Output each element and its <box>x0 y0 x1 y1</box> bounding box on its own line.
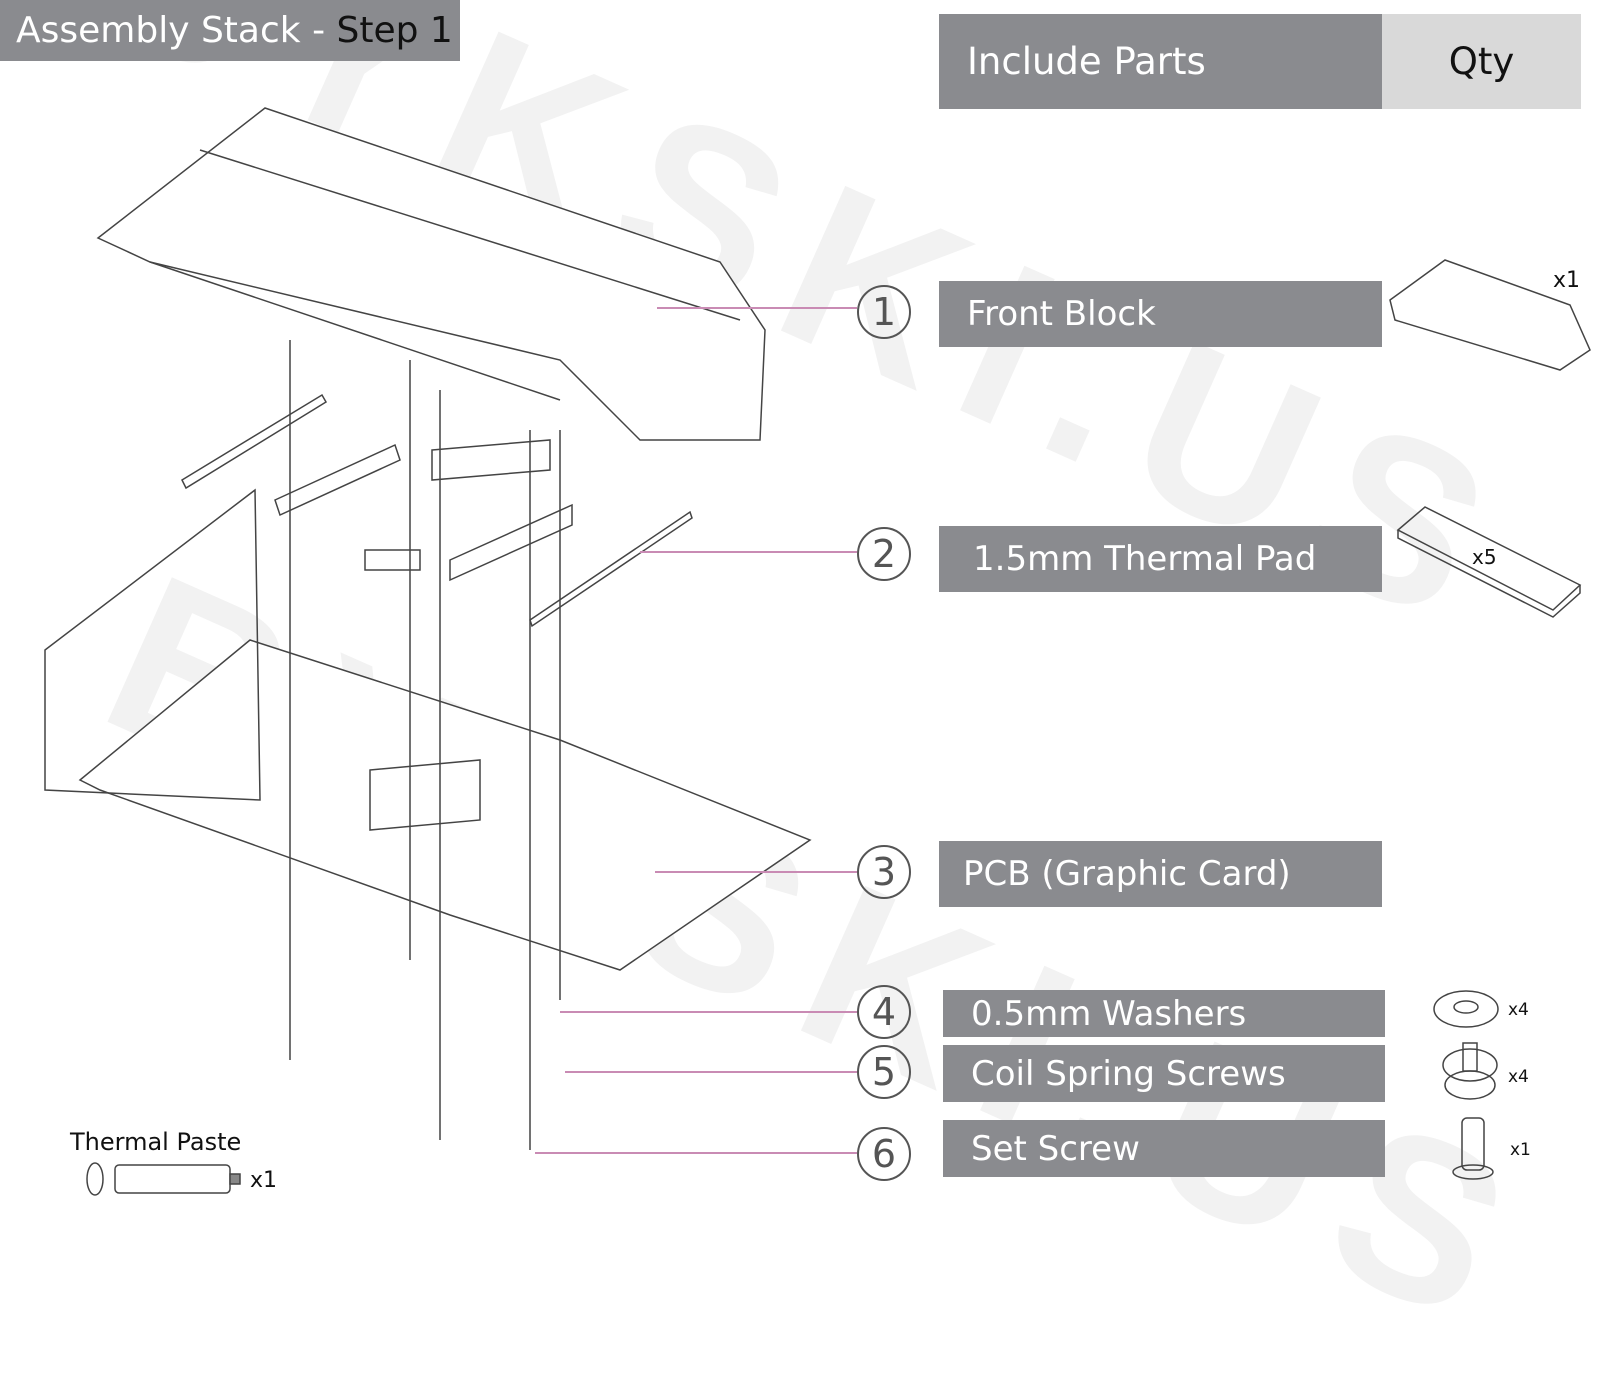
include-parts-header: Include Parts <box>939 14 1382 109</box>
leader-line <box>535 1152 857 1154</box>
thermal-paste-label: Thermal Paste <box>70 1128 242 1156</box>
page-title: Assembly Stack - Step 1 <box>0 0 460 61</box>
coil-spring-screw-icon <box>1442 1042 1498 1100</box>
qty-header: Qty <box>1382 14 1581 109</box>
callout-5: 5 <box>857 1045 911 1099</box>
part-pcb: PCB (Graphic Card) <box>939 841 1382 907</box>
qty-thermal-pad: x5 <box>1472 545 1497 569</box>
qty-washers: x4 <box>1508 1000 1529 1020</box>
io-bracket <box>44 488 261 801</box>
leader-line <box>655 871 857 873</box>
qty-front-block: x1 <box>1553 268 1581 293</box>
front-block-icon <box>1389 259 1591 371</box>
qty-set-screw: x1 <box>1510 1140 1531 1160</box>
leader-line <box>565 1071 857 1073</box>
leader-line <box>640 551 857 553</box>
callout-3: 3 <box>857 845 911 899</box>
callout-4: 4 <box>857 985 911 1039</box>
leader-line <box>657 307 857 309</box>
gpu-die <box>369 759 481 831</box>
thermal-paste-qty: x1 <box>250 1168 278 1193</box>
part-washers: 0.5mm Washers <box>943 990 1385 1037</box>
pcb-drawing <box>78 639 812 971</box>
set-screw-icon <box>1452 1117 1494 1180</box>
exploded-assembly-drawing <box>44 107 1591 1196</box>
front-block-drawing <box>96 107 766 441</box>
thermal-paste-icon <box>86 1162 241 1196</box>
callout-1: 1 <box>857 285 911 339</box>
part-front-block: Front Block <box>939 281 1382 347</box>
leader-line <box>560 1011 857 1013</box>
qty-coil-spring-screws: x4 <box>1508 1067 1529 1087</box>
part-thermal-pad: 1.5mm Thermal Pad <box>939 526 1382 592</box>
thermal-pads-drawing <box>181 393 693 628</box>
washer-icon <box>1433 990 1499 1028</box>
part-coil-spring-screws: Coil Spring Screws <box>943 1045 1385 1102</box>
part-set-screw: Set Screw <box>943 1120 1385 1177</box>
thermal-pad-icon <box>1396 506 1582 618</box>
callout-2: 2 <box>857 527 911 581</box>
step-label: Step 1 <box>336 10 453 51</box>
callout-6: 6 <box>857 1127 911 1181</box>
